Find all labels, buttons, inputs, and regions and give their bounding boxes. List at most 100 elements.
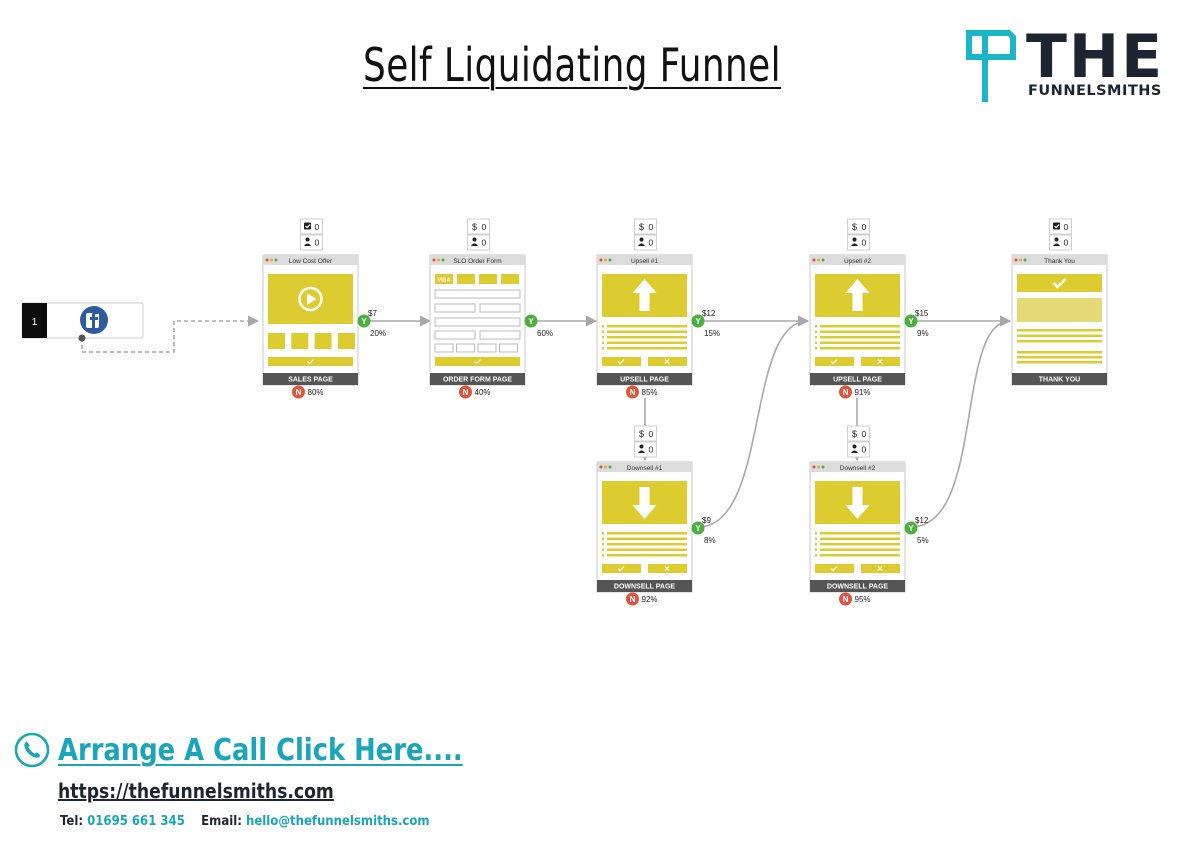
stat-box-top	[847, 218, 870, 235]
form-field	[434, 330, 476, 340]
traffic-source[interactable]: 1	[21, 302, 144, 342]
close-icon	[664, 359, 670, 364]
bullet-dot	[815, 330, 817, 333]
text-line	[607, 548, 687, 551]
stat-box-top	[634, 425, 657, 442]
form-field	[479, 330, 521, 340]
stat-top-value: 0	[315, 222, 320, 232]
email-value[interactable]: hello@thefunnelsmiths.com	[246, 814, 430, 829]
connector-source-sales	[81, 315, 260, 353]
yes-path-badge[interactable]: Y	[524, 314, 538, 328]
page-footer-bar	[1012, 373, 1107, 385]
yes-path-badge[interactable]: Y	[357, 314, 371, 328]
bullet-dot	[815, 537, 817, 540]
close-icon	[877, 359, 883, 364]
bullet-dot	[815, 543, 817, 546]
text-line	[607, 325, 687, 328]
stat-top-value: 0	[1064, 222, 1069, 232]
arrange-call-text[interactable]: Arrange A Call Click Here....	[58, 732, 463, 768]
page-header-label: Downsell #2	[840, 465, 876, 472]
person-icon	[471, 237, 478, 246]
yes-path-badge[interactable]: Y	[904, 314, 918, 328]
no-path-badge[interactable]: N	[839, 385, 852, 399]
source-connector-dot[interactable]	[78, 334, 86, 342]
payment-card-icon	[435, 274, 453, 284]
bullet-dot	[602, 548, 604, 551]
text-line	[820, 336, 900, 339]
text-line	[1017, 340, 1102, 343]
arrow-up-icon	[845, 279, 870, 311]
text-line	[820, 554, 900, 557]
page-header-label: Upsell #2	[844, 258, 871, 265]
bullet-dot	[602, 347, 604, 350]
yes-percent: 5%	[917, 536, 929, 545]
no-path-badge[interactable]: N	[459, 385, 472, 399]
yes-path-badge[interactable]: Y	[904, 521, 918, 535]
close-icon	[664, 566, 670, 571]
logo-word: THE	[1026, 22, 1165, 92]
text-line	[820, 341, 900, 344]
tel-value[interactable]: 01695 661 345	[87, 814, 185, 829]
check-icon	[830, 566, 838, 572]
window-dots-icon	[1014, 258, 1027, 262]
website-link[interactable]: https://thefunnelsmiths.com	[58, 779, 334, 803]
window-dots-icon	[599, 258, 612, 262]
page-header-label: Upsell #1	[631, 258, 658, 265]
step-stats: $00	[467, 218, 490, 251]
bullet-dot	[815, 554, 817, 557]
no-path-badge[interactable]: N	[626, 385, 639, 399]
yes-path-badge[interactable]: Y	[691, 314, 705, 328]
step-stats: 00	[300, 218, 323, 251]
no-badge-letter: N	[463, 388, 469, 397]
yes-amount: $12	[702, 309, 716, 318]
dollar-icon: $	[852, 222, 857, 232]
bullet-dot	[602, 341, 604, 344]
no-path-badge[interactable]: N	[626, 592, 639, 606]
text-line	[820, 548, 900, 551]
dollar-icon: $	[472, 222, 477, 232]
contact-line: Tel: 01695 661 345 Email: hello@thefunne…	[60, 814, 430, 829]
bullet-dot	[602, 537, 604, 540]
form-field	[499, 343, 518, 353]
page-footer-bar	[597, 580, 692, 592]
page-title: Self Liquidating Funnel	[363, 38, 781, 92]
yes-percent: 9%	[917, 329, 929, 338]
yes-path-badge[interactable]: Y	[691, 521, 705, 535]
page-footer-bar	[810, 580, 905, 592]
bullet-dot	[602, 532, 604, 535]
step-stats: $00	[634, 218, 657, 251]
no-path-badge[interactable]: N	[839, 592, 852, 606]
no-percent: 95%	[855, 595, 871, 604]
page-header-label: Thank You	[1044, 258, 1075, 265]
no-percent: 40%	[475, 388, 491, 397]
step-stats: 00	[1049, 218, 1072, 251]
arrange-call-link[interactable]: Arrange A Call Click Here....	[14, 730, 529, 770]
page-titlebar	[810, 255, 905, 265]
check-icon	[1052, 278, 1067, 289]
payment-card-icon	[501, 274, 519, 284]
text-line	[820, 532, 900, 535]
thanks-banner	[1017, 274, 1102, 292]
page-titlebar	[1012, 255, 1107, 265]
stat-box-top	[634, 218, 657, 235]
check-icon	[307, 359, 314, 365]
payment-card-icon	[457, 274, 475, 284]
person-icon	[1053, 237, 1060, 246]
email-label: Email:	[201, 814, 242, 829]
cta-button-block	[268, 357, 353, 366]
yes-badge-letter: Y	[695, 317, 701, 326]
form-field	[479, 303, 521, 313]
window-dots-icon	[265, 258, 278, 262]
text-line	[820, 325, 900, 328]
stat-people-value: 0	[649, 445, 654, 455]
no-path-badge[interactable]: N	[292, 385, 305, 399]
text-line	[1017, 351, 1102, 354]
person-icon	[304, 237, 311, 246]
